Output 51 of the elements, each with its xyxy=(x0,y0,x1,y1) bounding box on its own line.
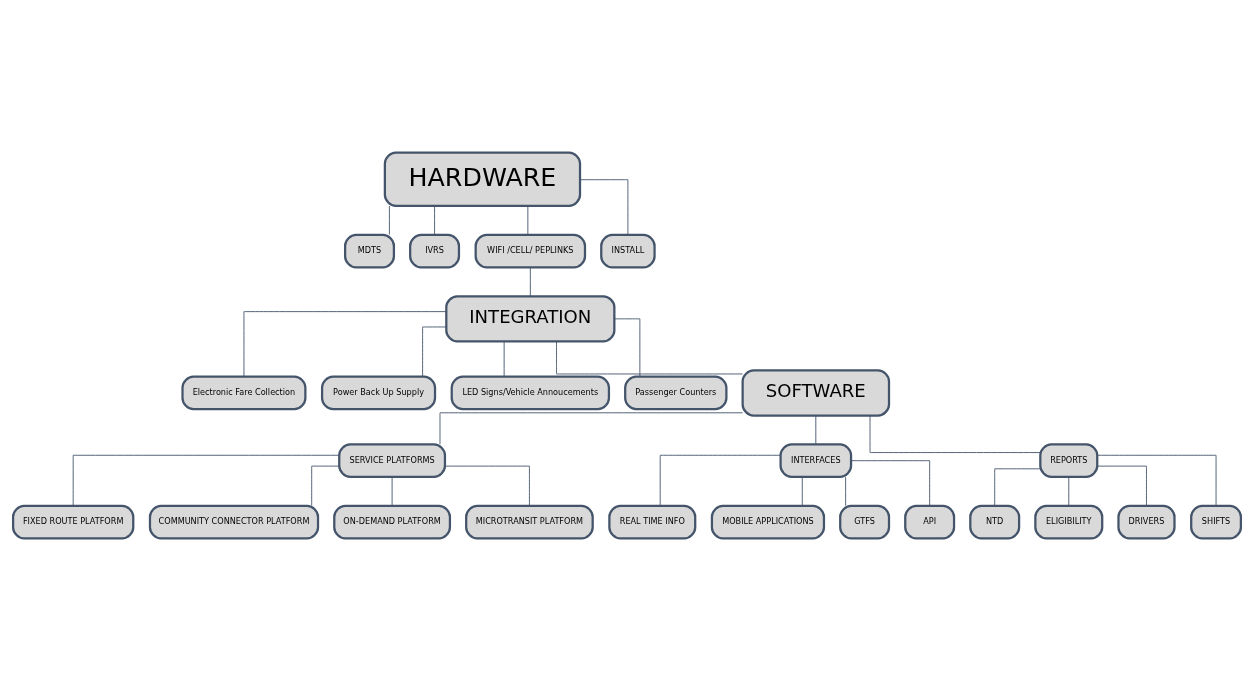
node-box: INTEGRATION xyxy=(445,294,616,343)
node-box: COMMUNITY CONNECTOR PLATFORM xyxy=(148,504,320,539)
node-box: MOBILE APPLICATIONS xyxy=(710,504,826,539)
node-box: Power Back Up Supply xyxy=(320,375,437,410)
connector xyxy=(391,476,393,506)
node-box: INTERFACES xyxy=(779,442,853,478)
connector xyxy=(434,205,435,235)
node-box: IVRS xyxy=(409,233,461,268)
node-box: MDTS xyxy=(344,233,396,268)
node-box: MICROTRANSIT PLATFORM xyxy=(465,504,594,539)
connector xyxy=(311,465,340,506)
connector xyxy=(388,205,390,235)
node-box: ON-DEMAND PLATFORM xyxy=(333,504,452,539)
connector xyxy=(422,326,447,377)
node-box: API xyxy=(904,504,956,539)
connector xyxy=(444,465,530,506)
connector xyxy=(994,467,1041,506)
node-box: REAL TIME INFO xyxy=(608,504,697,539)
connector xyxy=(1096,465,1147,506)
connector xyxy=(439,411,743,445)
node-box: DRIVERS xyxy=(1117,504,1176,539)
connector xyxy=(801,476,803,506)
connector xyxy=(1068,476,1070,506)
connector xyxy=(556,340,743,374)
node-box: ELIGIBILITY xyxy=(1034,504,1104,539)
node-box: SOFTWARE xyxy=(741,368,891,417)
node-box: INSTALL xyxy=(600,233,656,268)
connector xyxy=(503,340,505,377)
connector xyxy=(815,414,817,445)
connector xyxy=(850,459,931,506)
connector xyxy=(527,205,529,235)
node-box: REPORTS xyxy=(1039,442,1099,478)
connector xyxy=(1097,454,1217,506)
node-box: WIFI /CELL/ PEPLINKS xyxy=(474,233,587,268)
connector xyxy=(579,178,629,235)
connector xyxy=(869,414,1041,453)
connector xyxy=(72,454,340,506)
node-box: SHIFTS xyxy=(1190,504,1243,539)
node-box: Passenger Counters xyxy=(624,375,728,410)
node-box: HARDWARE xyxy=(383,151,582,207)
node-box: SERVICE PLATFORMS xyxy=(338,442,447,478)
connector xyxy=(529,266,531,297)
node-box: LED Signs/Vehicle Annoucements xyxy=(450,375,611,410)
connector xyxy=(243,310,447,377)
connector xyxy=(659,454,781,506)
node-box: GTFS xyxy=(839,504,891,539)
connector xyxy=(614,317,641,377)
node-box: NTD xyxy=(969,504,1021,539)
node-box: FIXED ROUTE PLATFORM xyxy=(12,504,135,539)
connector xyxy=(845,476,847,506)
node-box: Electronic Fare Collection xyxy=(181,375,307,410)
